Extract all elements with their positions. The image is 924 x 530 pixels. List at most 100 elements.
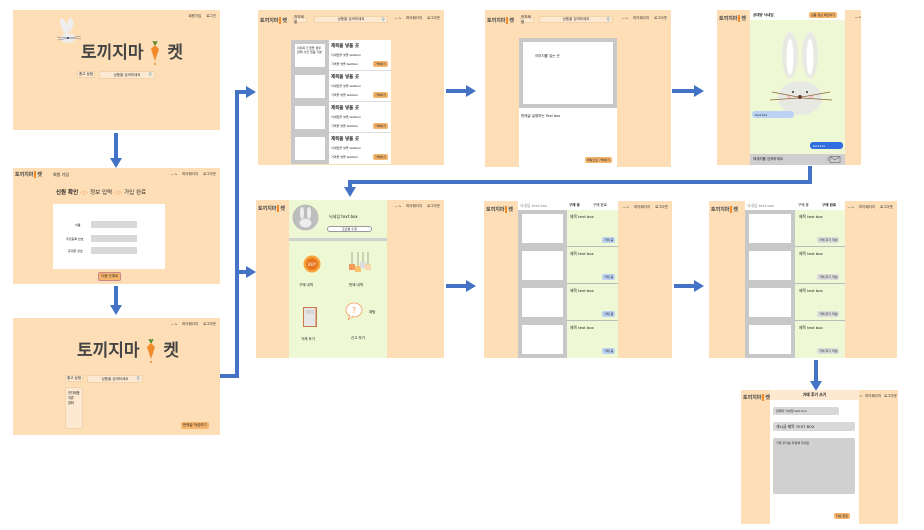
search-input[interactable]: 상품을 검색하세요 ⚲ (99, 71, 155, 79)
category-dropdown[interactable]: 전자제품 (293, 15, 307, 24)
search-icon[interactable]: ⚲ (606, 16, 610, 23)
next-step-button[interactable]: 다음 단계로 (98, 272, 122, 281)
write-review-button[interactable]: 거래 후기 작성 (817, 348, 840, 354)
status-badge[interactable]: 거래 중 (602, 274, 616, 280)
list-item[interactable]: 제목을 넣을 곳 닉네임을 넣을 textbox 가격을 넣을 textbox … (291, 102, 391, 133)
chat-link[interactable]: 채팅 (369, 310, 376, 314)
list-item[interactable]: 제목 text box 거래 중 (518, 210, 618, 247)
list-item[interactable]: 이미지가 없을 경우 판매 사진 없음 기본 제목을 넣을 곳 닉네임을 넣을 … (291, 40, 391, 71)
write-review-button[interactable]: 거래 후기 작성 (817, 311, 840, 317)
logout-link[interactable]: 로그아웃 (655, 205, 668, 209)
signup-link[interactable]: 회원가입 (188, 14, 202, 18)
tab-completed[interactable]: 구매 완료 (593, 203, 607, 207)
chat-panel: 상대방 닉네임 상품 정보 확인하기 text box text box 메세지… (750, 10, 845, 165)
write-review-button[interactable]: 거래 후기 작성 (817, 237, 840, 243)
tab-bar: 닉네임 text box 구매 중 구매 완료 (745, 201, 845, 210)
product-thumbnail (745, 210, 795, 247)
chat-trade-button[interactable]: 채팅으로 거래하기 (585, 157, 613, 163)
screen-home-loggedin: —↘ 마이페이지 로그아웃 토끼지마 켓 중고 상점 상품을 검색하세요 ⚲ 전… (13, 318, 220, 435)
name-input[interactable] (91, 221, 137, 228)
tab-buying[interactable]: 구매 중 (798, 203, 809, 207)
search-input[interactable]: 상품을 검색하세요 ⚲ (87, 375, 143, 383)
list-item[interactable]: 제목 text box 거래 후기 작성 (745, 210, 845, 247)
status-badge[interactable]: 거래 중 (602, 348, 616, 354)
write-post-button[interactable]: 판매글 작성하기 (181, 422, 209, 429)
search-icon[interactable]: ⚲ (148, 72, 152, 78)
logout-link[interactable]: 로그아웃 (427, 16, 440, 20)
search-input[interactable]: 상품을 검색하세요⚲ (539, 16, 613, 23)
status-badge[interactable]: 거래 중 (602, 311, 616, 317)
flow-arrow (114, 286, 118, 306)
status-badge[interactable]: 거래 중 (602, 237, 616, 243)
mypage-link[interactable]: 마이페이지 (182, 172, 199, 176)
phone-input[interactable] (91, 247, 137, 254)
logout-link[interactable]: 로그아웃 (884, 394, 897, 398)
list-item[interactable]: 제목 text box 거래 중 (518, 247, 618, 284)
search-icon[interactable]: ⚲ (136, 376, 140, 382)
item-nickname: 닉네임을 넣을 textbox (331, 146, 361, 150)
tab-completed[interactable]: 구매 완료 (822, 203, 837, 207)
search-input[interactable]: 상품을 검색하세요⚲ (314, 16, 388, 23)
logout-link[interactable]: 로그아웃 (880, 205, 893, 209)
menu-sell-history[interactable]: 판매 내역 (343, 252, 377, 295)
mypage-link[interactable]: 마이페이지 (406, 16, 423, 20)
submit-review-button[interactable]: 작성 완료 (834, 513, 850, 519)
edit-profile-button[interactable]: 프로필 수정 (327, 226, 372, 232)
trade-button[interactable]: 거래하기 (373, 61, 389, 67)
review-textarea[interactable]: 거래 후기를 작성해 주세요 (773, 438, 855, 494)
category-dropdown[interactable]: 중고 상점 (65, 375, 83, 382)
menu-buy-history[interactable]: BUY 구매 내역 (297, 255, 327, 295)
send-envelope-icon[interactable] (827, 156, 841, 163)
logout-link[interactable]: 로그아웃 (203, 322, 216, 326)
list-item[interactable]: 제목 text box 거래 중 (518, 284, 618, 321)
mypage-link[interactable]: 마이페이지 (634, 205, 651, 209)
mypage-link[interactable]: 마이페이지 (182, 322, 199, 326)
mypage-link[interactable]: 마이페이지 (406, 204, 423, 208)
flow-arrowhead (810, 381, 822, 391)
logout-link[interactable]: 로그아웃 (654, 16, 667, 20)
item-title: 제목 text box (799, 251, 823, 256)
logo-text: 켓 (509, 18, 515, 24)
trade-button[interactable]: 거래하기 (373, 123, 389, 129)
category-item[interactable]: 잡화 (68, 401, 74, 405)
search-icon[interactable]: ⚲ (381, 16, 385, 23)
menu-trade-review[interactable]: 거래 후기 (301, 307, 331, 355)
category-dropdown[interactable]: 중고 상점 (77, 71, 95, 78)
write-review-button[interactable]: 거래 후기 작성 (817, 274, 840, 280)
list-item[interactable]: 제목 text box 거래 후기 작성 (745, 321, 845, 358)
trade-button[interactable]: 거래하기 (373, 92, 389, 98)
logo-text: 토끼지마 (486, 207, 505, 213)
category-dropdown[interactable]: 전자제품 (520, 15, 534, 24)
product-info-button[interactable]: 상품 정보 확인하기 (809, 12, 837, 18)
mypage-link[interactable]: 마이페이지 (859, 205, 876, 209)
list-item[interactable]: 제목 text box 거래 중 (518, 321, 618, 358)
menu-report[interactable]: ? 채팅 신고 하기 (343, 302, 383, 352)
flow-arrowhead (466, 280, 476, 292)
list-item[interactable]: 제목을 넣을 곳 닉네임을 넣을 textbox 가격을 넣을 textbox … (291, 71, 391, 102)
trade-button[interactable]: 거래하기 (373, 154, 389, 160)
flow-arrowhead (344, 187, 356, 197)
message-input[interactable]: 메세지를 입력하세요 (750, 154, 845, 165)
logout-link[interactable]: 로그아웃 (203, 172, 216, 176)
ssn-input[interactable] (91, 235, 137, 242)
mypage-link[interactable]: 마이페이지 (633, 16, 650, 20)
list-item[interactable]: 제목 text box 거래 후기 작성 (745, 247, 845, 284)
category-item[interactable]: 의류 (68, 396, 74, 400)
logout-link[interactable]: 로그아웃 (427, 204, 440, 208)
list-item[interactable]: 제목을 넣을 곳 닉네임을 넣을 textbox 가격을 넣을 textbox … (291, 133, 391, 164)
list-item[interactable]: 제목 text box 거래 후기 작성 (745, 284, 845, 321)
mypage-link[interactable]: 마이페이지 (865, 394, 882, 398)
category-item[interactable]: 전자제품 (68, 391, 80, 395)
tab-buying[interactable]: 구매 중 (569, 203, 580, 207)
login-link[interactable]: 로그인 (206, 14, 216, 18)
